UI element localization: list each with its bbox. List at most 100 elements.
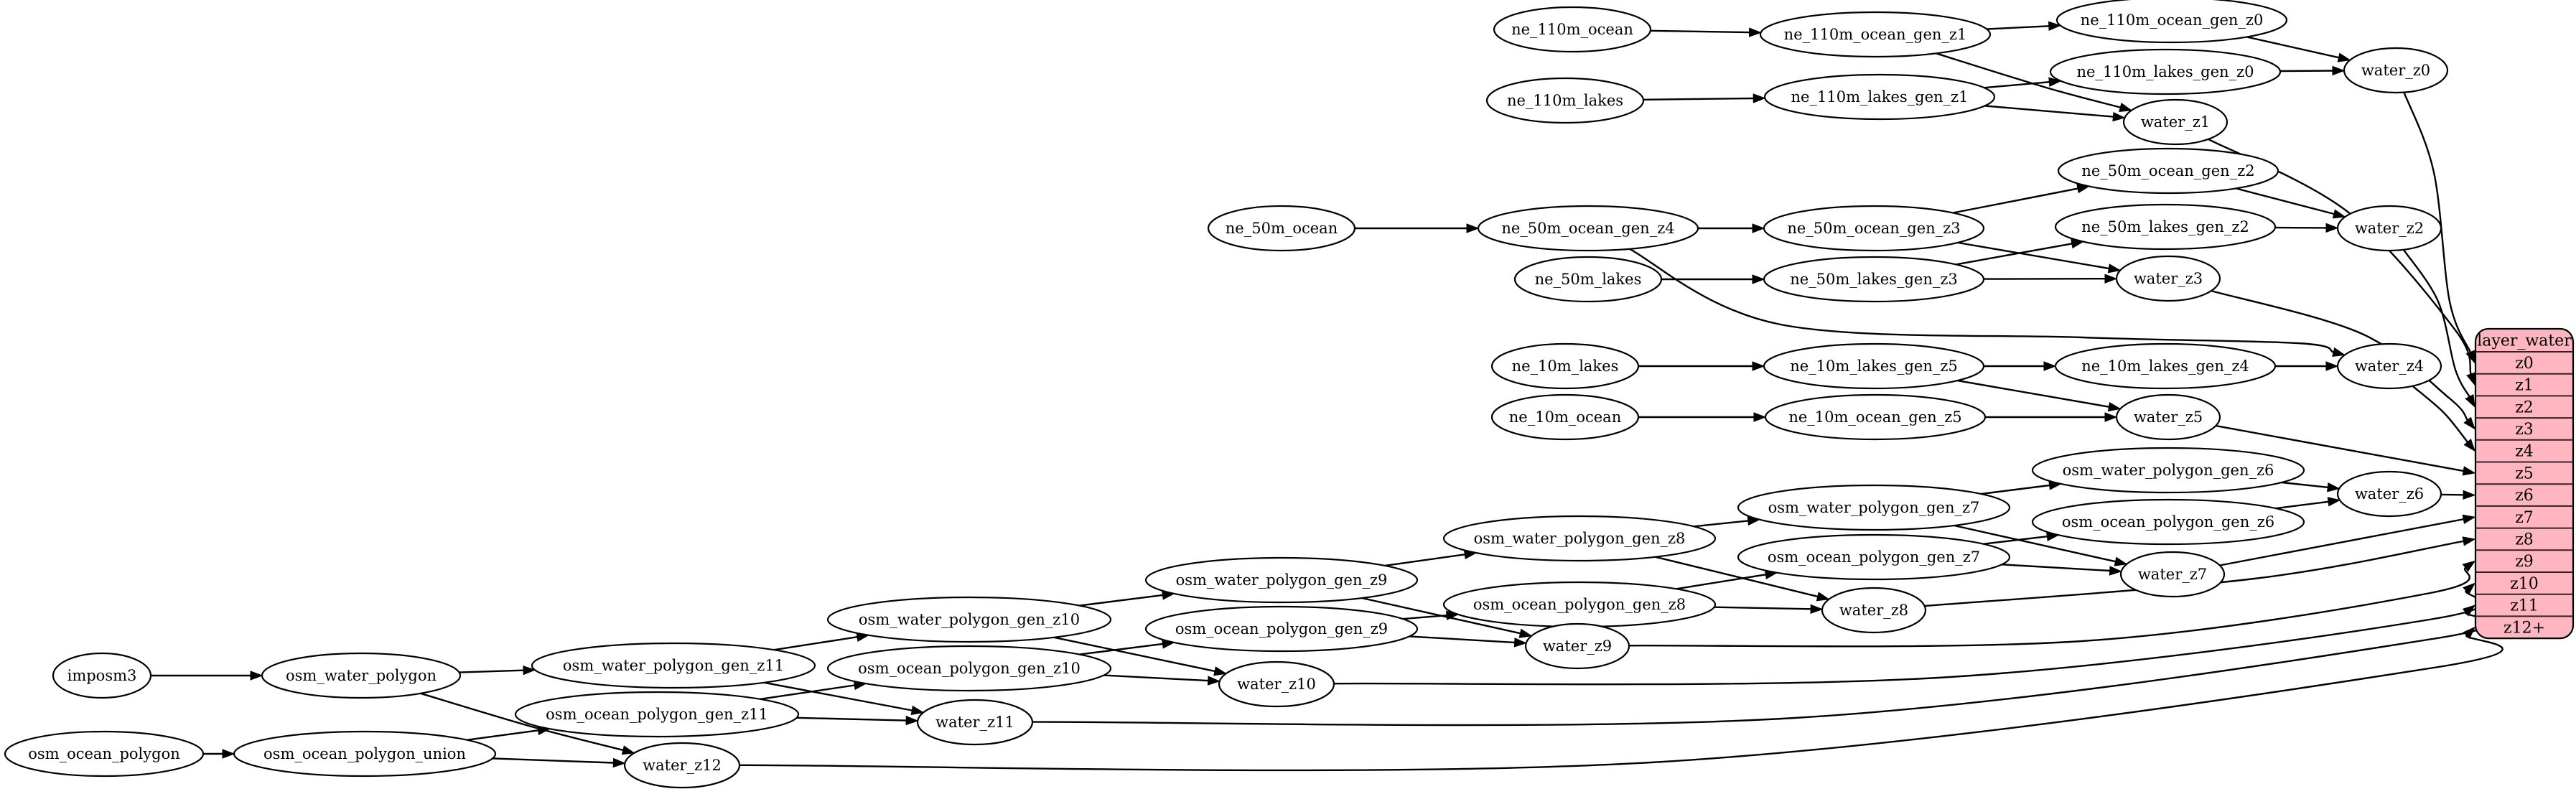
edge-line [1628, 248, 2334, 353]
node-label: ne_10m_ocean_gen_z5 [1788, 408, 1961, 426]
node-ellipse [623, 742, 741, 789]
edge-line [1079, 594, 1163, 607]
table-cell-z2: z2 [2515, 398, 2534, 416]
edge-line [760, 684, 855, 700]
arrowhead-icon [905, 715, 919, 726]
node-ne_110m_ocean: ne_110m_ocean [1493, 6, 1652, 53]
node-label: osm_ocean_polygon_gen_z7 [1768, 548, 1980, 566]
node-ellipse [1493, 6, 1652, 53]
edge-line [2246, 36, 2339, 59]
node-label: osm_ocean_polygon_gen_z9 [1175, 620, 1388, 638]
node-label: water_z2 [2355, 220, 2424, 237]
edge-line [1079, 643, 1163, 655]
table-cell-z1: z1 [2515, 377, 2534, 395]
edge-osm_water_polygon_gen_z10-to-water_z10 [1053, 636, 1228, 676]
node-osm_ocean_polygon_gen_z8: osm_ocean_polygon_gen_z8 [1442, 581, 1717, 628]
table-cell-z5: z5 [2515, 464, 2534, 482]
edge-line [2412, 385, 2468, 443]
edge-line [1053, 636, 1215, 673]
node-ellipse [826, 596, 1112, 643]
edge-ne_50m_ocean_gen_z3-to-ne_50m_ocean_gen_z2 [1952, 184, 2091, 214]
edges-layer [151, 21, 2503, 772]
arrowhead-icon [1466, 223, 1480, 233]
node-ne_10m_lakes: ne_10m_lakes [1490, 342, 1640, 390]
node-label: ne_10m_ocean [1509, 408, 1621, 426]
node-ellipse [52, 652, 152, 699]
node-ellipse [1490, 393, 1640, 441]
node-ne_110m_ocean_gen_z0: ne_110m_ocean_gen_z0 [2055, 0, 2288, 44]
node-ne_10m_lakes_gen_z4: ne_10m_lakes_gen_z4 [2054, 342, 2277, 390]
edge-line [1957, 379, 2109, 408]
edge-line [1924, 540, 2464, 607]
node-osm_ocean_polygon: osm_ocean_polygon [4, 730, 205, 778]
node-ellipse [1513, 256, 1663, 303]
edge-osm_water_polygon_gen_z8-to-osm_water_polygon_gen_z7 [1694, 515, 1761, 528]
node-ellipse [1442, 515, 1717, 562]
arrowhead-icon [2109, 566, 2123, 576]
edge-line [764, 681, 913, 711]
table-cell-z8: z8 [2515, 531, 2534, 548]
edge-line [467, 729, 538, 741]
arrowhead-icon [222, 749, 235, 759]
node-ne_110m_lakes_gen_z1: ne_110m_lakes_gen_z1 [1763, 73, 1996, 121]
node-ellipse [1490, 342, 1640, 390]
node-label: water_z12 [643, 757, 722, 774]
node-ellipse [4, 730, 205, 778]
edge-osm_water_polygon-to-osm_water_polygon_gen_z11 [459, 665, 536, 676]
arrowhead-icon [2466, 372, 2475, 386]
edge-osm_ocean_polygon-to-osm_ocean_polygon_union [203, 749, 235, 759]
node-ellipse [1477, 205, 1699, 252]
node-label: ne_50m_ocean_gen_z3 [1787, 220, 1960, 237]
edge-ne_10m_lakes_gen_z5-to-ne_10m_lakes_gen_z4 [1984, 361, 2057, 371]
edge-ne_50m_lakes_gen_z3-to-water_z3 [1983, 274, 2118, 284]
node-ellipse [1821, 587, 1927, 634]
node-label: osm_water_polygon_gen_z6 [2063, 462, 2274, 479]
node-ellipse [1737, 533, 2011, 581]
arrowhead-icon [2332, 209, 2346, 219]
node-ellipse [1144, 605, 1419, 653]
edge-line [492, 757, 614, 764]
edge-ne_50m_lakes-to-ne_50m_lakes_gen_z3 [1661, 274, 1765, 284]
node-ellipse [514, 691, 800, 738]
arrowhead-icon [2463, 490, 2476, 500]
node-label: water_z5 [2134, 408, 2203, 426]
arrowhead-icon [2043, 361, 2057, 371]
edge-line [1676, 574, 1766, 590]
arrowhead-icon [523, 665, 536, 676]
node-osm_ocean_polygon_union: osm_ocean_polygon_union [233, 730, 497, 778]
node-label: ne_110m_lakes_gen_z0 [2077, 63, 2254, 80]
node-label: ne_110m_ocean_gen_z0 [2081, 11, 2264, 29]
edge-water_z5-to-layer_water-z5 [2216, 424, 2476, 476]
edge-water_z9-to-layer_water-z9 [1628, 560, 2476, 648]
node-ellipse [1144, 556, 1419, 604]
edge-line [1936, 52, 2121, 108]
node-label: osm_water_polygon_gen_z10 [859, 611, 1080, 628]
edge-osm_ocean_polygon_gen_z8-to-water_z8 [1714, 604, 1824, 615]
arrowhead-icon [2463, 416, 2475, 430]
edge-ne_50m_lakes_gen_z2-to-water_z2 [2274, 223, 2339, 233]
node-ne_50m_ocean: ne_50m_ocean [1207, 205, 1356, 252]
node-water_z3: water_z3 [2115, 255, 2221, 302]
edge-ne_10m_ocean-to-ne_10m_ocean_gen_z5 [1638, 412, 1767, 422]
edge-osm_ocean_polygon_union-to-water_z12 [492, 757, 626, 768]
edge-line [796, 716, 907, 722]
node-ne_110m_lakes: ne_110m_lakes [1485, 77, 1645, 124]
edge-ne_50m_ocean_gen_z4-to-ne_50m_ocean_gen_z3 [1698, 223, 1765, 233]
node-label: osm_ocean_polygon_gen_z6 [2062, 513, 2274, 531]
edge-line [739, 634, 2503, 772]
arrowhead-icon [2462, 604, 2476, 617]
node-osm_ocean_polygon_gen_z10: osm_ocean_polygon_gen_z10 [826, 645, 1112, 692]
node-ellipse [1759, 11, 1992, 58]
node-ellipse [2055, 0, 2288, 44]
node-ne_50m_lakes_gen_z3: ne_50m_lakes_gen_z3 [1763, 256, 1985, 303]
edge-line [774, 636, 858, 651]
node-osm_water_polygon_gen_z10: osm_water_polygon_gen_z10 [826, 596, 1112, 643]
edge-imposm3-to-osm_water_polygon [151, 671, 263, 681]
node-osm_ocean_polygon_gen_z7: osm_ocean_polygon_gen_z7 [1737, 533, 2011, 581]
node-ellipse [2336, 342, 2442, 390]
edge-water_z6-to-layer_water-z6 [2440, 490, 2476, 500]
edge-line [1103, 674, 1208, 682]
arrowhead-icon [2107, 263, 2122, 274]
table-cell-z10: z10 [2510, 575, 2539, 593]
